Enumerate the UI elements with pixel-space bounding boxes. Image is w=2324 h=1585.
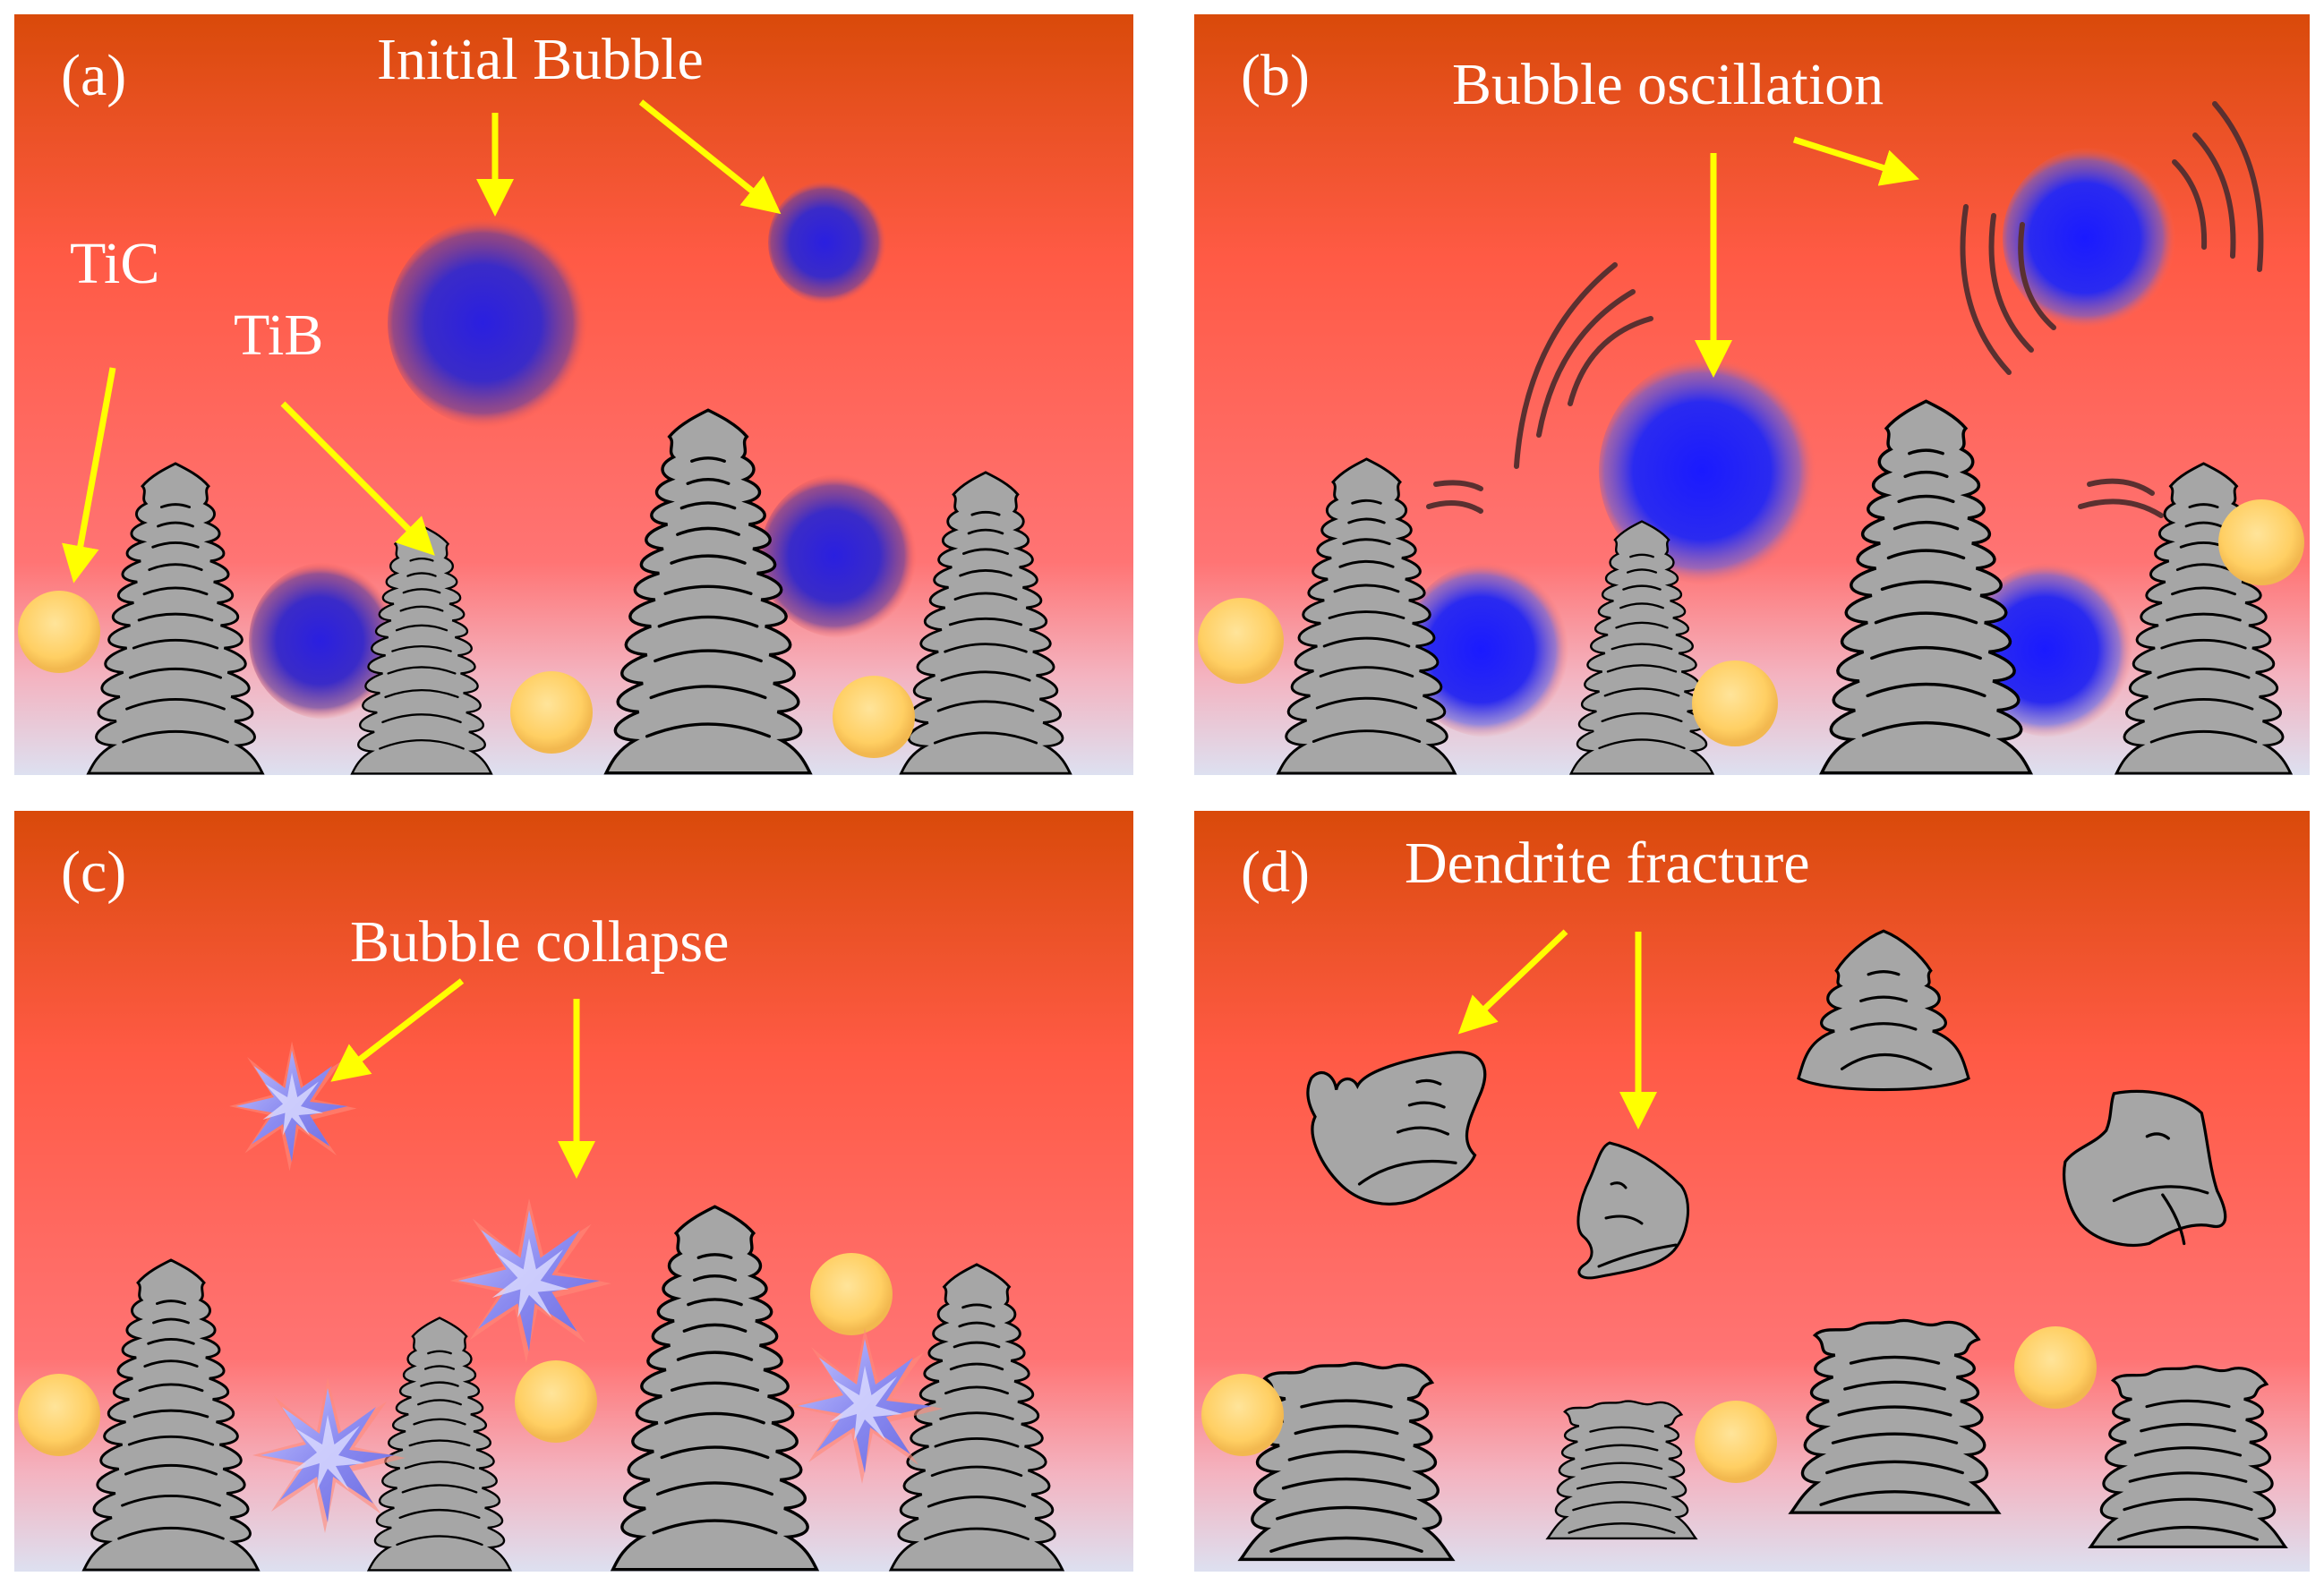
panel-label: (b) — [1241, 43, 1310, 108]
tic-particle — [1695, 1401, 1777, 1483]
panel-d: (d) Dendrite fracture — [1194, 811, 2310, 1572]
annotation-tic: TiC — [70, 231, 159, 296]
bubble — [760, 473, 925, 638]
tic-particle — [1198, 598, 1284, 684]
panel-label: (d) — [1241, 839, 1310, 905]
annotation-bubble-collapse: Bubble collapse — [350, 909, 729, 975]
initial-bubble — [388, 217, 599, 429]
tic-particle — [810, 1253, 893, 1335]
tic-particle — [18, 591, 100, 673]
panel-a: (a) Initial Bubble TiC TiB — [14, 14, 1133, 775]
tic-particle — [510, 671, 593, 754]
panel-label: (a) — [61, 43, 126, 108]
annotation-dendrite-fracture: Dendrite fracture — [1405, 831, 1810, 896]
arrow — [280, 401, 435, 556]
arrow — [1457, 929, 1568, 1035]
oscillation-waves — [1426, 101, 2264, 518]
tic-particle — [2218, 499, 2304, 585]
oscillating-bubble — [1599, 356, 1828, 585]
arrow — [1792, 136, 1920, 186]
panel-c: (c) Bubble collapse — [14, 811, 1133, 1572]
initial-bubble — [768, 180, 893, 305]
arrow — [62, 367, 116, 584]
tic-particle — [1692, 660, 1778, 746]
annotation-tib: TiB — [234, 303, 323, 368]
tic-particle — [833, 676, 915, 758]
dendrite-stump — [2089, 1364, 2287, 1549]
tic-particle — [18, 1374, 100, 1456]
bubble — [1402, 562, 1577, 737]
bubble — [249, 562, 406, 720]
tic-particle — [1201, 1374, 1284, 1456]
dendrite-stump — [1791, 1320, 1999, 1513]
tic-particle — [2014, 1326, 2097, 1409]
oscillating-bubble — [2003, 147, 2185, 329]
panel-label: (c) — [61, 839, 126, 905]
tic-particle — [515, 1360, 597, 1443]
annotation-bubble-oscillation: Bubble oscillation — [1452, 52, 1884, 117]
dendrite-stump — [1546, 1399, 1697, 1540]
annotation-initial-bubble: Initial Bubble — [377, 27, 704, 92]
arrow — [330, 978, 465, 1082]
panel-b: (b) Bubble oscillation — [1194, 14, 2310, 775]
arrow — [638, 99, 782, 215]
